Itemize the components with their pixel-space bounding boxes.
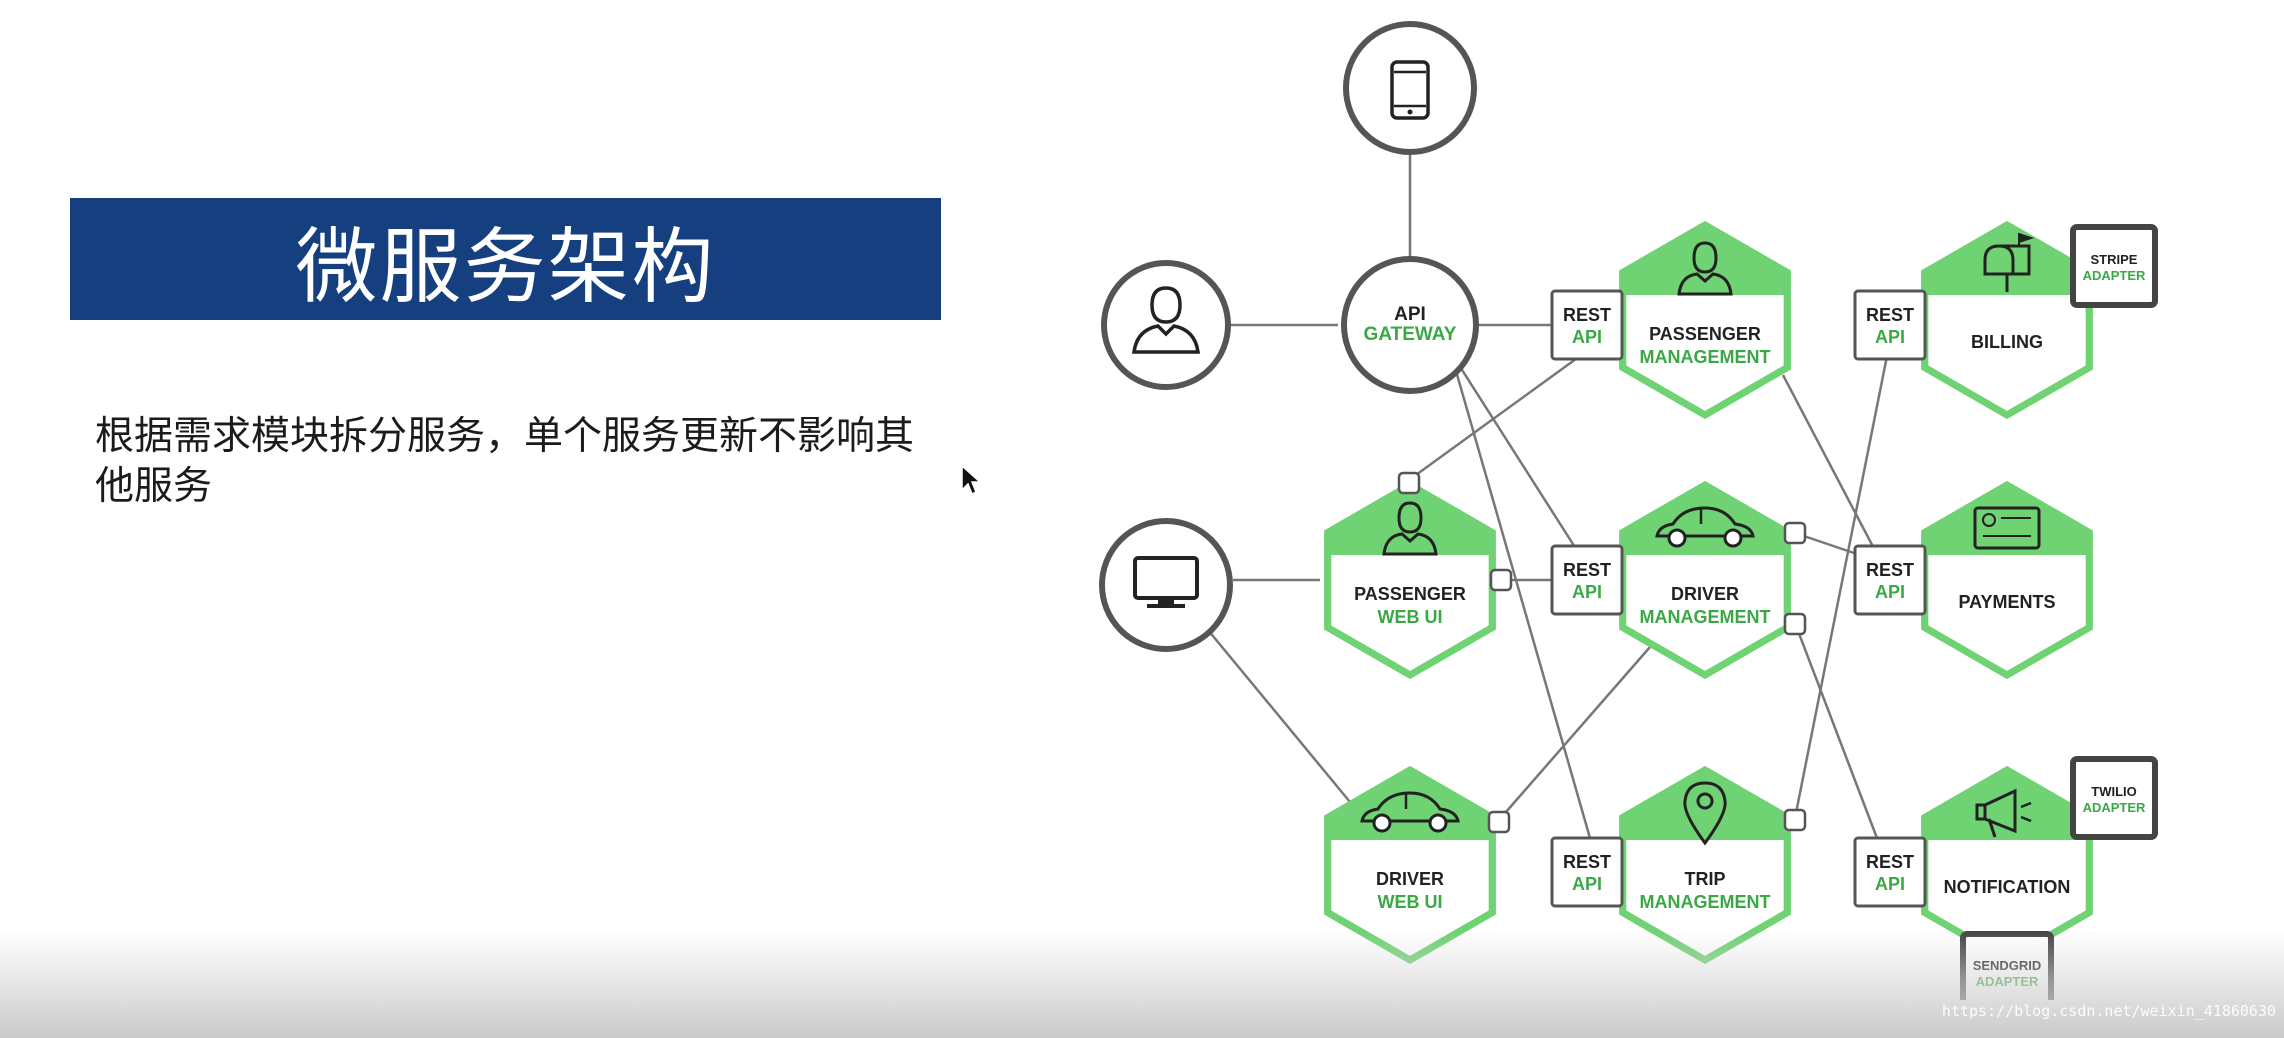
mailbox-icon [1983,232,2035,292]
connection-port [1783,808,1807,832]
rest-api-label-line1: REST [1866,560,1914,580]
monitor-icon [1133,556,1199,608]
connection-port [1487,810,1511,834]
megaphone-icon [1975,788,2032,838]
person-icon [1677,241,1733,296]
connector-line [1408,354,1581,482]
rest-api-label-line1: REST [1866,305,1914,325]
connection-lines [1207,148,1889,847]
car-icon [1655,506,1755,548]
service-name: BILLING [1971,332,2043,352]
rest-api-label-line1: REST [1563,560,1611,580]
service-payments: PAYMENTS [1921,480,2093,680]
mouse-cursor-icon [961,464,982,496]
service-type: WEB UI [1378,607,1443,627]
service-driver-management: DRIVER MANAGEMENT [1619,480,1791,680]
service-type: MANAGEMENT [1640,892,1771,912]
adapter-name: SENDGRID [1973,958,2042,973]
person-icon [1382,501,1438,556]
connector-line [1455,361,1580,553]
adapter-name: TWILIO [2091,784,2137,799]
connector-line [1793,622,1882,847]
rest-api-label-line2: API [1875,582,1905,602]
service-name: PASSENGER [1354,584,1466,604]
slide-body-text: 根据需求模块拆分服务，单个服务更新不影响其他服务 [95,414,915,509]
rest-api-label-line2: API [1572,582,1602,602]
adapter-type: ADAPTER [2083,800,2146,815]
service-name: PASSENGER [1649,324,1761,344]
service-name: DRIVER [1671,584,1739,604]
title-banner: 微服务架构 [70,198,941,320]
adapter-name: STRIPE [2091,252,2138,267]
service-passenger-management: PASSENGER MANAGEMENT [1619,220,1791,420]
api-gateway-label-line2: GATEWAY [1364,324,1457,345]
service-driver-web-ui: DRIVER WEB UI [1324,765,1496,965]
api-gateway-label-line1: API [1394,304,1426,325]
connection-port [1489,568,1513,592]
services-layer: PASSENGER MANAGEMENT BILLING PASSENGER WEB U… [1324,220,2158,1000]
service-type: MANAGEMENT [1640,347,1771,367]
rest-api-label-line2: API [1875,874,1905,894]
location-pin-icon [1683,781,1727,846]
service-notification: NOTIFICATION [1921,765,2093,965]
service-trip-management: TRIP MANAGEMENT [1619,765,1791,965]
credit-card-icon [1973,506,2041,550]
desktop-client [1099,518,1233,652]
mobile-phone-icon [1390,60,1430,120]
rest-api-label-line1: REST [1866,852,1914,872]
rest-api-label-line1: REST [1563,305,1611,325]
connection-port [1397,471,1421,495]
connector-line [1452,363,1594,846]
service-name: DRIVER [1376,869,1444,889]
passenger-client [1101,260,1231,390]
service-name: NOTIFICATION [1944,877,2071,897]
connector-line [1498,646,1651,821]
car-icon [1360,791,1460,833]
service-type: MANAGEMENT [1640,607,1771,627]
connector-line [1781,374,1882,561]
rest-api-label-line2: API [1875,327,1905,347]
watermark-url: https://blog.csdn.net/weixin_41860630 [1941,1002,2276,1020]
connection-port [1783,521,1807,545]
rest-api-label-line2: API [1572,874,1602,894]
connector-line [1207,629,1351,803]
service-passenger-web-ui: PASSENGER WEB UI [1324,480,1496,680]
service-type: WEB UI [1378,892,1443,912]
adapter-type: ADAPTER [1976,974,2039,989]
slide-title: 微服务架构 [295,219,716,315]
adapter-type: ADAPTER [2083,268,2146,283]
service-name: TRIP [1684,869,1725,889]
person-icon [1131,286,1201,354]
api-gateway-node: API GATEWAY [1341,256,1479,394]
mobile-client [1343,21,1477,155]
service-billing: BILLING [1921,220,2093,420]
service-name: PAYMENTS [1958,592,2055,612]
connector-line [1793,355,1889,819]
rest-api-label-line2: API [1572,327,1602,347]
rest-api-label-line1: REST [1563,852,1611,872]
microservice-architecture-diagram: API GATEWAY PASSENGERMANAGEMENTBILLINGPA… [1099,21,2158,1000]
connection-port [1783,612,1807,636]
